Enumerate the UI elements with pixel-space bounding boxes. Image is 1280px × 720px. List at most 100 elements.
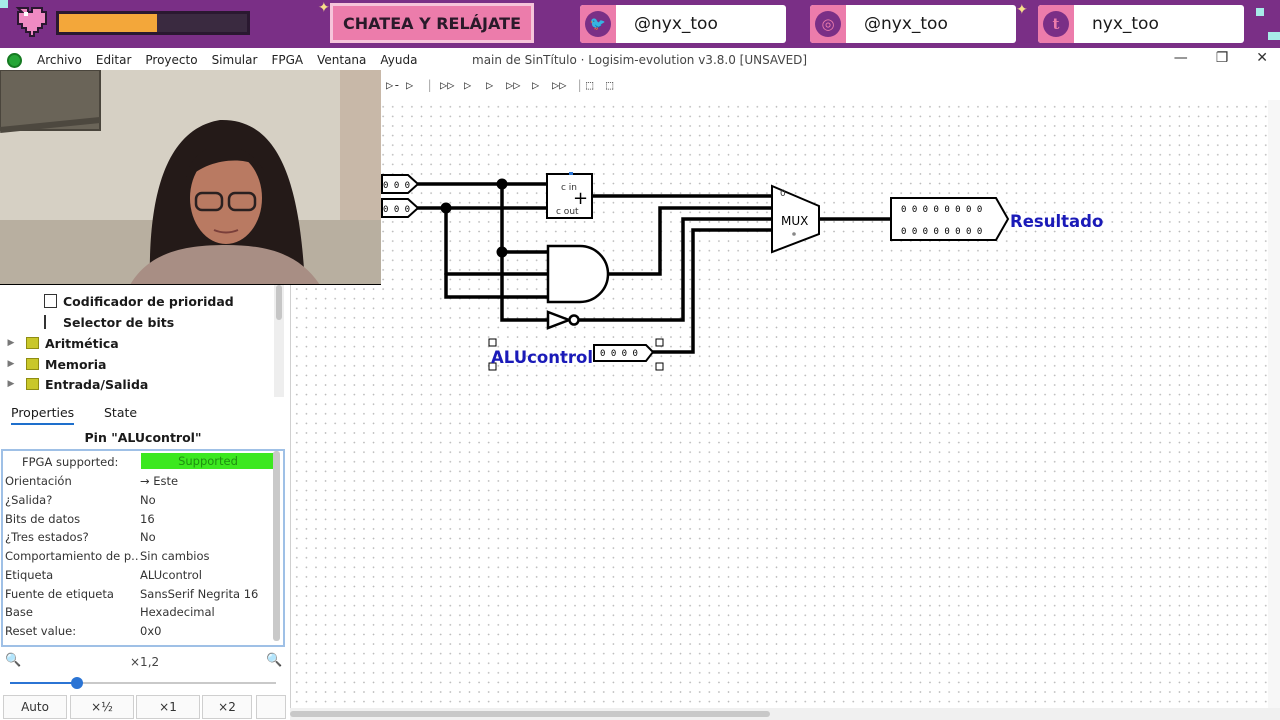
component-tree: Codificador de prioridad Selector de bit… [0,285,286,397]
close-button[interactable]: ✕ [1256,50,1268,66]
not-gate[interactable] [546,310,580,330]
zoom-1x-button[interactable]: ×1 [136,695,200,719]
pin-tool-icon[interactable]: ⬚ [586,78,594,92]
toolbar-separator: | [576,78,584,92]
priority-encoder-icon [44,294,57,308]
tree-folder-memoria[interactable]: ▶ Memoria [0,354,107,374]
zoom-level: ×1,2 [130,655,160,669]
tree-folder-entrada-salida[interactable]: ▶ Entrada/Salida [0,374,149,394]
adder-plus-symbol: + [573,188,588,209]
tree-item-codificador[interactable]: Codificador de prioridad [0,291,234,311]
property-row[interactable]: Etiqueta ALUcontrol [3,565,283,584]
or-gate-tool-icon[interactable]: ▷ [486,78,494,92]
menu-ventana[interactable]: Ventana [317,53,367,67]
properties-scrollbar[interactable] [272,449,282,647]
property-row[interactable]: Base Hexadecimal [3,602,283,621]
property-row[interactable]: ¿Tres estados? No [3,527,283,546]
property-key: Fuente de etiqueta [5,586,114,601]
tumblr-handle: nyx_too [1092,14,1159,34]
expand-arrow-icon[interactable]: ▶ [7,338,15,348]
property-row[interactable]: Orientación → Este [3,471,283,490]
property-value[interactable]: 16 [140,511,155,526]
menu-bar: Archivo Editar Proyecto Simular FPGA Ven… [37,53,417,67]
property-row[interactable]: Comportamiento de p... Sin cambios [3,546,283,565]
alucontrol-pin[interactable]: 0 0 0 0 [488,338,664,371]
social-twitter: 🐦 @nyx_too [580,5,786,43]
property-row[interactable]: FPGA supported: Supported [3,452,283,471]
restore-button[interactable]: ❐ [1215,50,1229,66]
and-gate[interactable] [546,244,610,304]
social-instagram: ◎ @nyx_too [810,5,1016,43]
tree-folder-aritmetica[interactable]: ▶ Aritmética [0,333,119,353]
menu-simular[interactable]: Simular [211,53,258,67]
folder-icon [26,378,39,390]
property-value[interactable]: → Este [140,473,179,488]
nor-gate-tool-icon[interactable]: ▷ [532,78,540,92]
property-row[interactable]: Reset value: 0x0 [3,621,283,640]
zoom-row: 🔍 ×1,2 🔍 [0,650,286,672]
zoom-half-button[interactable]: ×½ [70,695,134,719]
multiplexer[interactable]: 0 MUX [771,184,820,254]
property-row[interactable]: ¿Salida? No [3,490,283,509]
menu-archivo[interactable]: Archivo [37,53,82,67]
canvas-vertical-scrollbar[interactable] [1268,100,1280,708]
canvas-horizontal-scrollbar[interactable] [290,708,1280,720]
property-value[interactable]: Sin cambios [140,548,210,563]
property-value[interactable]: 0x0 [140,623,162,638]
adder-component[interactable]: c in c out + [546,172,593,219]
tab-state[interactable]: State [104,405,138,420]
property-value[interactable]: Hexadecimal [140,604,215,619]
menu-proyecto[interactable]: Proyecto [145,53,198,67]
zoom-extra-button[interactable] [256,695,286,719]
output-label: Resultado [1010,212,1103,231]
nand-gate-tool-icon[interactable]: ▷▷ [506,78,521,92]
wire[interactable] [575,217,774,322]
property-row[interactable]: Fuente de etiqueta SansSerif Negrita 16 [3,584,283,603]
property-value[interactable]: No [140,492,156,507]
stream-overlay-banner: ✦ CHATEA Y RELÁJATE ✦ 🐦 @nyx_too ◎ @nyx_… [0,0,1280,48]
output-pin-resultado[interactable]: 0 0 0 0 0 0 0 0 0 0 0 0 0 0 0 0 [890,197,1010,241]
wire[interactable] [500,182,550,322]
input-pin-a[interactable]: 0 0 0 [381,174,420,194]
expand-arrow-icon[interactable]: ▶ [7,359,15,369]
and-gate-tool-icon[interactable]: ▷ [464,78,472,92]
zoom-auto-button[interactable]: Auto [3,695,67,719]
social-tumblr: t nyx_too [1038,5,1244,43]
window-title: main de SinTítulo · Logisim-evolution v3… [472,53,808,67]
wire[interactable] [651,228,774,354]
twitter-handle: @nyx_too [634,14,718,34]
property-row[interactable]: Bits de datos 16 [3,509,283,528]
folder-icon [26,337,39,349]
menu-fpga[interactable]: FPGA [271,53,304,67]
buffer-tool-icon[interactable]: ▷- [386,78,401,92]
tab-properties[interactable]: Properties [11,405,75,425]
input-pin-b[interactable]: 0 0 0 [381,198,420,218]
expand-arrow-icon[interactable]: ▶ [7,379,15,389]
menu-editar[interactable]: Editar [95,53,132,67]
menu-ayuda[interactable]: Ayuda [380,53,418,67]
minimize-button[interactable]: — [1173,50,1188,66]
buffer-tool-icon[interactable]: ▷ [406,78,414,92]
property-value[interactable]: No [140,529,156,544]
tree-item-selector-bits[interactable]: Selector de bits [0,312,174,332]
life-bar-fill [59,14,157,32]
property-value[interactable]: ALUcontrol [140,567,202,582]
alucontrol-label[interactable]: ALUcontrol [491,348,593,367]
circuit-canvas[interactable]: 0 0 0 0 0 0 c in c out + [290,100,1280,708]
zoom-2x-button[interactable]: ×2 [202,695,252,719]
webcam-image [0,70,381,284]
tree-scrollbar[interactable] [274,285,284,397]
output-pin-tool-icon[interactable]: ⬚ [606,78,614,92]
xnor-gate-tool-icon[interactable]: ▷▷ [552,78,567,92]
zoom-out-icon[interactable]: 🔍 [5,653,22,668]
xor-gate-tool-icon[interactable]: ▷▷ [440,78,455,92]
property-value[interactable]: SansSerif Negrita 16 [140,586,259,601]
wire[interactable] [444,206,550,299]
adder-cout-label: c out [556,207,579,217]
gate-toolbar: ▷- ▷ | ▷▷ ▷ ▷ ▷▷ ▷ ▷▷ | ⬚ ⬚ [380,74,1280,100]
zoom-slider-knob[interactable] [70,677,83,689]
zoom-slider[interactable] [10,677,276,689]
wire[interactable] [602,206,774,276]
zoom-in-icon[interactable]: 🔍 [266,653,283,668]
